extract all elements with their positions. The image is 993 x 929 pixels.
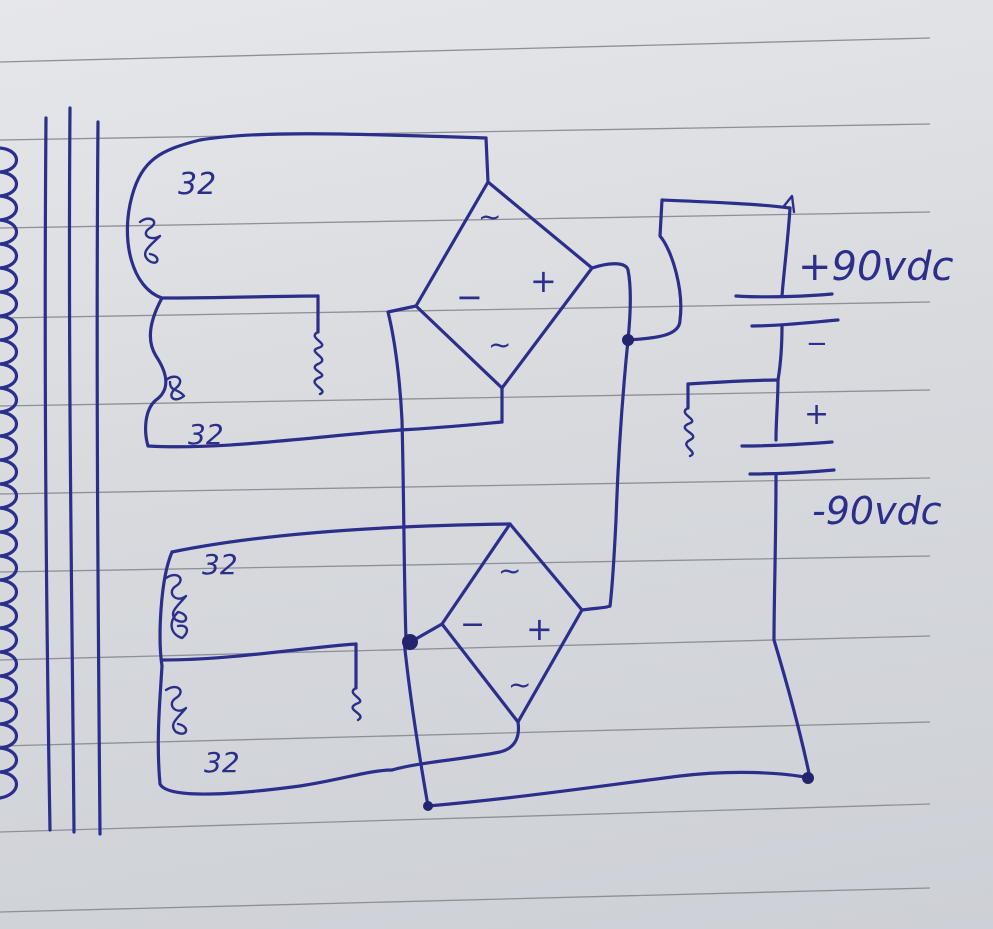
winding-label: 32 <box>178 167 216 202</box>
upper-secondary-winding <box>125 132 504 449</box>
negative-rail-label: -90vdc <box>812 489 942 533</box>
bridge-minus-mark: − <box>460 607 485 642</box>
junction-dot <box>402 634 418 650</box>
bridge-ac-mark: ~ <box>508 668 531 701</box>
capacitor-minus-mark: − <box>806 329 828 359</box>
bridge-plus-mark: + <box>530 262 557 300</box>
bridge-minus-mark: − <box>456 278 483 316</box>
transformer-core <box>43 106 102 836</box>
bridge-ac-mark: ~ <box>478 200 501 233</box>
primary-winding <box>0 146 18 800</box>
lower-secondary-winding <box>156 522 512 796</box>
capacitor-plus-mark: + <box>804 397 829 432</box>
junction-dots <box>402 334 814 811</box>
winding-label: 32 <box>202 548 238 581</box>
junction-dot <box>622 334 634 346</box>
dc-bus <box>402 194 840 808</box>
junction-dot <box>802 772 814 784</box>
positive-rail-label: +90vdc <box>798 244 953 290</box>
upper-bridge-rectifier <box>386 136 632 642</box>
notebook-rules <box>0 37 931 913</box>
bridge-ac-mark: ~ <box>498 554 521 587</box>
bridge-ac-mark: ~ <box>488 328 511 361</box>
junction-dot <box>423 801 433 811</box>
winding-label: 32 <box>204 746 240 779</box>
winding-label: 32 <box>188 418 224 451</box>
bridge-plus-mark: + <box>526 610 553 648</box>
